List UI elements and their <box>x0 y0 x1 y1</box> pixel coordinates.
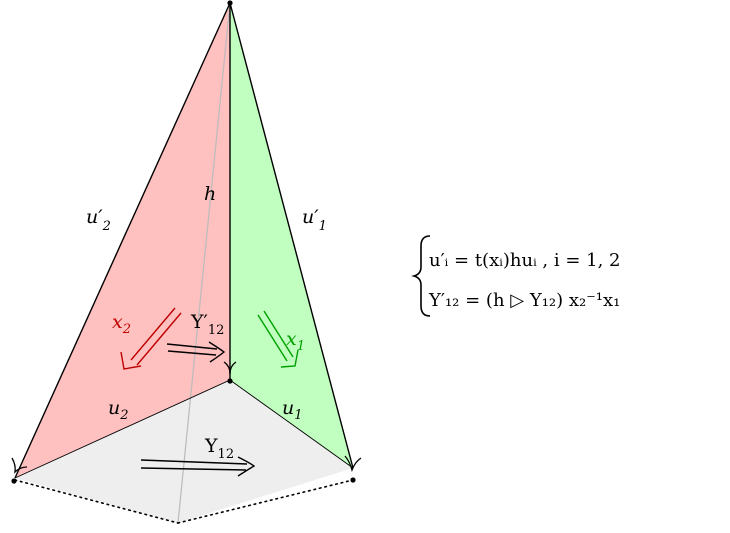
x1-double-arrow <box>257 310 299 368</box>
edge-u1 <box>229 379 354 469</box>
label-x2: x2 <box>112 311 131 337</box>
label-u1: u1 <box>282 397 303 423</box>
edge-u2-prime <box>14 2 231 479</box>
hidden-edge <box>177 2 231 524</box>
equation-line-2: Y′₁₂ = (h ▷ Y₁₂) x₂⁻¹x₁ <box>428 290 620 311</box>
equation-line-1: u′ᵢ = t(xᵢ)huᵢ , i = 1, 2 <box>429 250 620 271</box>
dotted-edge-right <box>177 479 354 524</box>
edge-u2 <box>14 379 231 479</box>
label-u1-prime: u′1 <box>302 206 327 234</box>
arrowhead-u2-prime <box>11 457 28 474</box>
y12-double-arrow <box>140 456 256 477</box>
arrowhead-u1-prime <box>344 455 362 473</box>
label-h: h <box>204 183 216 205</box>
x2-double-arrow <box>120 307 182 370</box>
vertex-apex <box>227 0 233 6</box>
vertex-left <box>11 478 17 484</box>
vertex-front <box>227 378 233 384</box>
label-y12: Y12 <box>204 435 234 462</box>
dotted-edge-left <box>14 479 179 524</box>
label-x1: x1 <box>286 328 305 354</box>
label-y12-prime: Y′12 <box>190 311 224 338</box>
vertex-right <box>350 477 356 483</box>
base-face <box>15 380 353 523</box>
arrowhead-h <box>223 361 237 375</box>
equation-brace <box>411 235 431 317</box>
y12-prime-double-arrow <box>166 341 226 363</box>
label-u2: u2 <box>108 397 129 423</box>
label-u2-prime: u′2 <box>86 206 111 234</box>
edge-u1-prime <box>229 2 354 469</box>
